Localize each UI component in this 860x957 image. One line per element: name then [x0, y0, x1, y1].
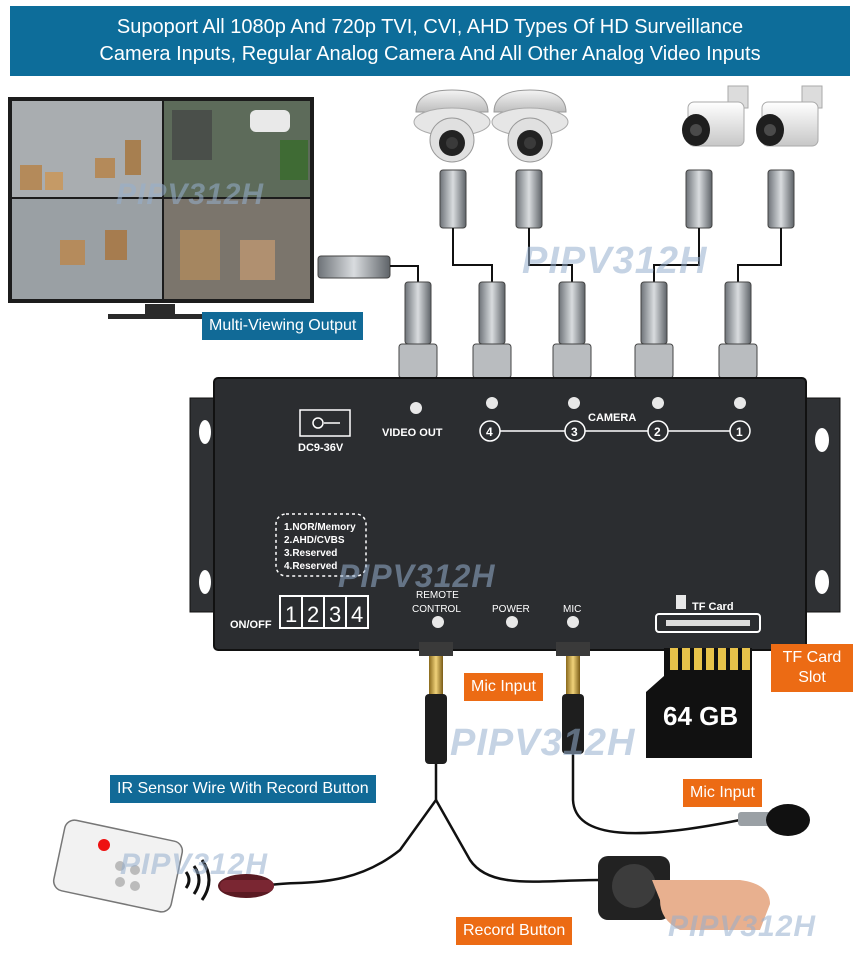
on-off-label: ON/OFF: [230, 619, 272, 631]
camera-cables: [452, 228, 782, 282]
watermark-5: PIPV312H: [120, 848, 269, 881]
remote-label-1: REMOTE: [416, 590, 459, 601]
tf-card-label: TF Card: [692, 601, 734, 613]
remote-control: [52, 819, 211, 913]
header-line-2: Camera Inputs, Regular Analog Camera And…: [99, 43, 761, 65]
ir-sensor: [218, 874, 274, 898]
sd-card: 64 GB: [646, 648, 752, 758]
bullet-camera-1: [682, 85, 749, 147]
camera-bnc-connectors: [439, 169, 795, 229]
microphone: [738, 804, 810, 836]
record-button-label: Record Button: [456, 917, 573, 945]
tf-card-slot-line-1: TF Card: [782, 649, 842, 666]
video-out-bnc: [317, 255, 419, 282]
dvr-device: [189, 377, 841, 651]
port-4: 4: [486, 425, 493, 439]
dip-line-3: 3.Reserved: [284, 548, 337, 559]
video-out-label: VIDEO OUT: [382, 427, 443, 439]
bullet-camera-2: [756, 85, 823, 147]
mic-label: MIC: [563, 604, 581, 615]
port-3: 3: [571, 425, 578, 439]
remote-label-2: CONTROL: [412, 604, 461, 615]
sd-capacity: 64 GB: [663, 701, 738, 731]
watermark-3: PIPV312H: [338, 558, 496, 594]
dc-label: DC9-36V: [298, 442, 344, 454]
header-line-1: Supoport All 1080p And 720p TVI, CVI, AH…: [116, 16, 744, 38]
multi-viewing-output-label: Multi-Viewing Output: [202, 312, 364, 340]
record-button-device: [598, 856, 770, 930]
watermark-1: PIPV312H: [116, 178, 265, 211]
tf-card-slot-label: TF Card Slot: [771, 644, 853, 692]
mic-input-label: Mic Input: [683, 779, 762, 807]
monitor: [8, 97, 314, 319]
port-2: 2: [654, 425, 661, 439]
watermark-2: PIPV312H: [522, 240, 708, 282]
port-1: 1: [736, 425, 743, 439]
dip-switch-4: 4: [351, 602, 363, 627]
watermark-4: PIPV312H: [450, 722, 636, 764]
dip-switch-3: 3: [329, 602, 341, 627]
header-banner: Supoport All 1080p And 720p TVI, CVI, AH…: [10, 6, 850, 76]
dip-line-1: 1.NOR/Memory: [284, 522, 356, 533]
lower-cables: [269, 754, 741, 887]
dome-camera-1: [413, 89, 491, 163]
dip-line-2: 2.AHD/CVBS: [284, 535, 345, 546]
device-bnc-plugs: [398, 281, 758, 379]
tf-card-slot-line-2: Slot: [798, 669, 826, 686]
camera-label: CAMERA: [588, 412, 636, 424]
dip-line-4: 4.Reserved: [284, 561, 337, 572]
mic-input-jack-label: Mic Input: [464, 673, 543, 701]
dip-switch-1: 1: [285, 602, 297, 627]
watermark-6: PIPV312H: [668, 910, 817, 943]
dome-camera-2: [491, 89, 569, 163]
power-label: POWER: [492, 604, 530, 615]
ir-sensor-wire-label: IR Sensor Wire With Record Button: [110, 775, 376, 803]
audio-jacks: [419, 642, 590, 764]
dip-switch-2: 2: [307, 602, 319, 627]
